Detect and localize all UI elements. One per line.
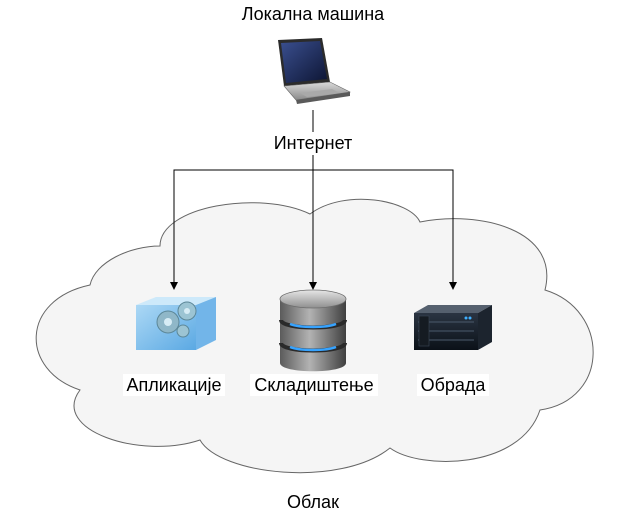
- gears-cube-icon: [136, 297, 216, 350]
- database-icon: [279, 289, 347, 372]
- connector-internet-applications: [170, 169, 313, 290]
- laptop-icon: [278, 38, 351, 104]
- local-machine-label: Локална машина: [241, 4, 385, 24]
- connector-internet-compute: [313, 169, 457, 290]
- cloud-label: Облак: [287, 492, 339, 512]
- applications-label: Апликације: [123, 374, 225, 396]
- storage-label: Складиштење: [250, 374, 378, 396]
- compute-label: Обрада: [417, 374, 489, 396]
- internet-label: Интернет: [264, 132, 362, 154]
- server-icon: [414, 305, 492, 350]
